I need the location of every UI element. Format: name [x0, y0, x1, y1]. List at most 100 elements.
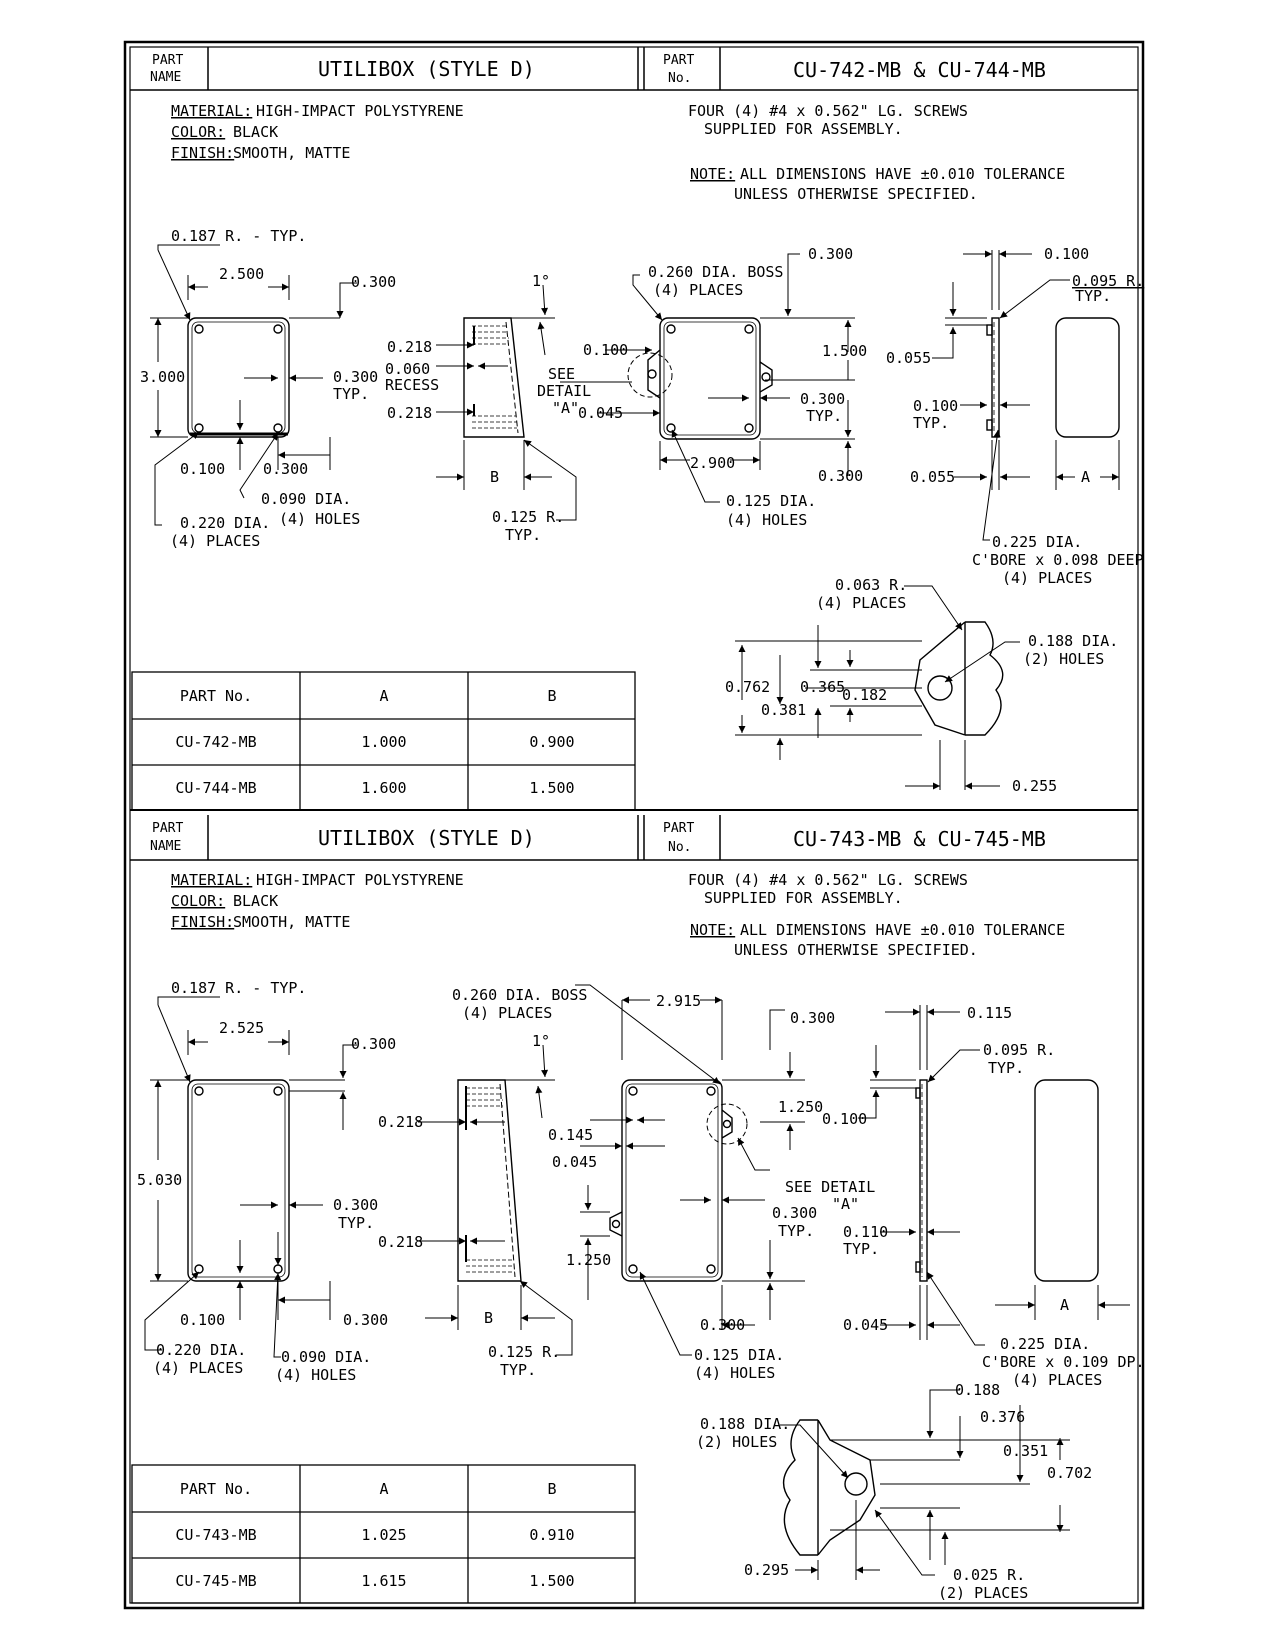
- part-number: CU-742-MB & CU-744-MB: [793, 58, 1046, 82]
- dim-recess: RECESS: [385, 376, 439, 394]
- notes-block: MATERIAL: HIGH-IMPACT POLYSTYRENE COLOR:…: [171, 871, 1065, 959]
- dim-base-1250b: 1.250: [566, 1251, 611, 1269]
- dim-a-label: A: [1081, 468, 1090, 486]
- part-name-label-2: NAME: [150, 70, 181, 85]
- detail-v255: 0.255: [1012, 777, 1057, 795]
- cbore-note-1: 0.225 DIA.: [992, 533, 1082, 551]
- dim-width: 2.500: [219, 265, 264, 283]
- note-label: NOTE:: [690, 921, 735, 939]
- table-row-1-part: CU-743-MB: [175, 1526, 256, 1544]
- base-view: [560, 253, 855, 503]
- tolerance-note-2: UNLESS OTHERWISE SPECIFIED.: [734, 185, 978, 203]
- dim-end-100: 0.100: [1044, 245, 1089, 263]
- dim-hole-dia: 0.090 DIA.: [281, 1348, 371, 1366]
- dim-bottom-left: 0.100: [180, 1311, 225, 1329]
- detail-d188-holes: (2) HOLES: [1023, 650, 1104, 668]
- end-view: [932, 250, 1120, 541]
- part-number: CU-743-MB & CU-745-MB: [793, 827, 1046, 851]
- table-row-2-a: 1.600: [361, 779, 406, 797]
- dim-end-typ: TYP.: [988, 1059, 1024, 1077]
- outer-frame: [123, 40, 1145, 1610]
- dim-end-typ2: TYP.: [843, 1240, 879, 1258]
- table-row-2-b: 1.500: [529, 779, 574, 797]
- dim-base-145: 0.145: [548, 1126, 593, 1144]
- dim-pad-places: (4) PLACES: [170, 532, 260, 550]
- dim-hole-dia: 0.090 DIA.: [261, 490, 351, 508]
- table-header-part: PART No.: [180, 1480, 252, 1498]
- table-header-b: B: [547, 687, 556, 705]
- dim-end-095: 0.095 R.: [1072, 272, 1144, 290]
- color-label: COLOR:: [171, 892, 225, 910]
- end-view: [858, 1005, 1130, 1346]
- see-detail-1: SEE DETAIL: [785, 1178, 875, 1196]
- dim-boss-places: (4) PLACES: [653, 281, 743, 299]
- screws-note-2: SUPPLIED FOR ASSEMBLY.: [704, 889, 903, 907]
- detail-v182: 0.182: [842, 686, 887, 704]
- tolerance-note-2: UNLESS OTHERWISE SPECIFIED.: [734, 941, 978, 959]
- title-block: [130, 815, 1138, 861]
- dim-base-hole: 0.125 DIA.: [694, 1346, 784, 1364]
- table-header-b: B: [547, 1480, 556, 1498]
- see-detail-2: "A": [832, 1195, 859, 1213]
- dim-side-angle: 1°: [532, 272, 550, 290]
- dim-base-hole: 0.125 DIA.: [726, 492, 816, 510]
- dim-end-100: 0.100: [822, 1110, 867, 1128]
- table-header-a: A: [379, 1480, 388, 1498]
- dims-table: PART No. A B CU-743-MB 1.025 0.910 CU-74…: [131, 1464, 636, 1604]
- material-label: MATERIAL:: [171, 871, 252, 889]
- sheet-2: PART NAME UTILIBOX (STYLE D) PART No. CU…: [130, 815, 1145, 1604]
- dim-typ: TYP.: [333, 385, 369, 403]
- top-view: [144, 996, 357, 1358]
- dim-edge-top: 0.300: [351, 1035, 396, 1053]
- dim-b-label: B: [490, 468, 499, 486]
- part-no-label-1: PART: [663, 53, 694, 68]
- cbore-note-3: (4) PLACES: [1012, 1371, 1102, 1389]
- dim-end-055b: 0.055: [910, 468, 955, 486]
- tolerance-note-1: ALL DIMENSIONS HAVE ±0.010 TOLERANCE: [740, 165, 1065, 183]
- base-view: [575, 984, 805, 1356]
- table-row-1-part: CU-742-MB: [175, 733, 256, 751]
- dim-a-label: A: [1060, 1296, 1069, 1314]
- detail-v351: 0.351: [1003, 1442, 1048, 1460]
- dim-pad-dia: 0.220 DIA.: [156, 1341, 246, 1359]
- dim-edge-top: 0.300: [351, 273, 396, 291]
- side-view: [418, 1044, 573, 1356]
- part-name-label-1: PART: [152, 821, 183, 836]
- table-row-2-a: 1.615: [361, 1572, 406, 1590]
- part-name: UTILIBOX (STYLE D): [318, 826, 535, 850]
- dim-bottom-mid: 0.300: [343, 1311, 388, 1329]
- table-row-1-b: 0.900: [529, 733, 574, 751]
- dim-base-1250a: 1.250: [778, 1098, 823, 1116]
- detail-a: [780, 1389, 1070, 1580]
- dim-end-110: 0.110: [843, 1223, 888, 1241]
- dim-base-300b: 0.300: [800, 390, 845, 408]
- table-row-1-a: 1.000: [361, 733, 406, 751]
- color-value: BLACK: [233, 892, 278, 910]
- detail-v295: 0.295: [744, 1561, 789, 1579]
- dim-r125: 0.125 R.: [492, 508, 564, 526]
- dim-side-typ: 0.300: [333, 368, 378, 386]
- dim-base-300: 0.300: [808, 245, 853, 263]
- color-value: BLACK: [233, 123, 278, 141]
- dim-base-300c: 0.300: [700, 1316, 745, 1334]
- detail-r025: 0.025 R.: [953, 1566, 1025, 1584]
- side-view: [436, 284, 577, 521]
- detail-v376: 0.376: [980, 1408, 1025, 1426]
- cbore-note-2: C'BORE x 0.109 DP.: [982, 1353, 1145, 1371]
- detail-v762: 0.762: [725, 678, 770, 696]
- dim-base-1500: 1.500: [822, 342, 867, 360]
- dim-base-045: 0.045: [552, 1153, 597, 1171]
- dim-side-218-top: 0.218: [378, 1113, 423, 1131]
- dim-side-218-bot: 0.218: [387, 404, 432, 422]
- dim-b-label: B: [484, 1309, 493, 1327]
- top-view: [150, 244, 357, 526]
- dim-end-typ: TYP.: [1075, 287, 1111, 305]
- finish-label: FINISH:: [171, 144, 234, 162]
- dim-r125-typ: TYP.: [500, 1361, 536, 1379]
- dim-width: 2.525: [219, 1019, 264, 1037]
- cbore-note-3: (4) PLACES: [1002, 569, 1092, 587]
- dim-holes-count: (4) HOLES: [275, 1366, 356, 1384]
- dims-table: PART No. A B CU-742-MB 1.000 0.900 CU-74…: [131, 671, 636, 811]
- dim-base-300: 0.300: [790, 1009, 835, 1027]
- dim-holes-count: (4) HOLES: [279, 510, 360, 528]
